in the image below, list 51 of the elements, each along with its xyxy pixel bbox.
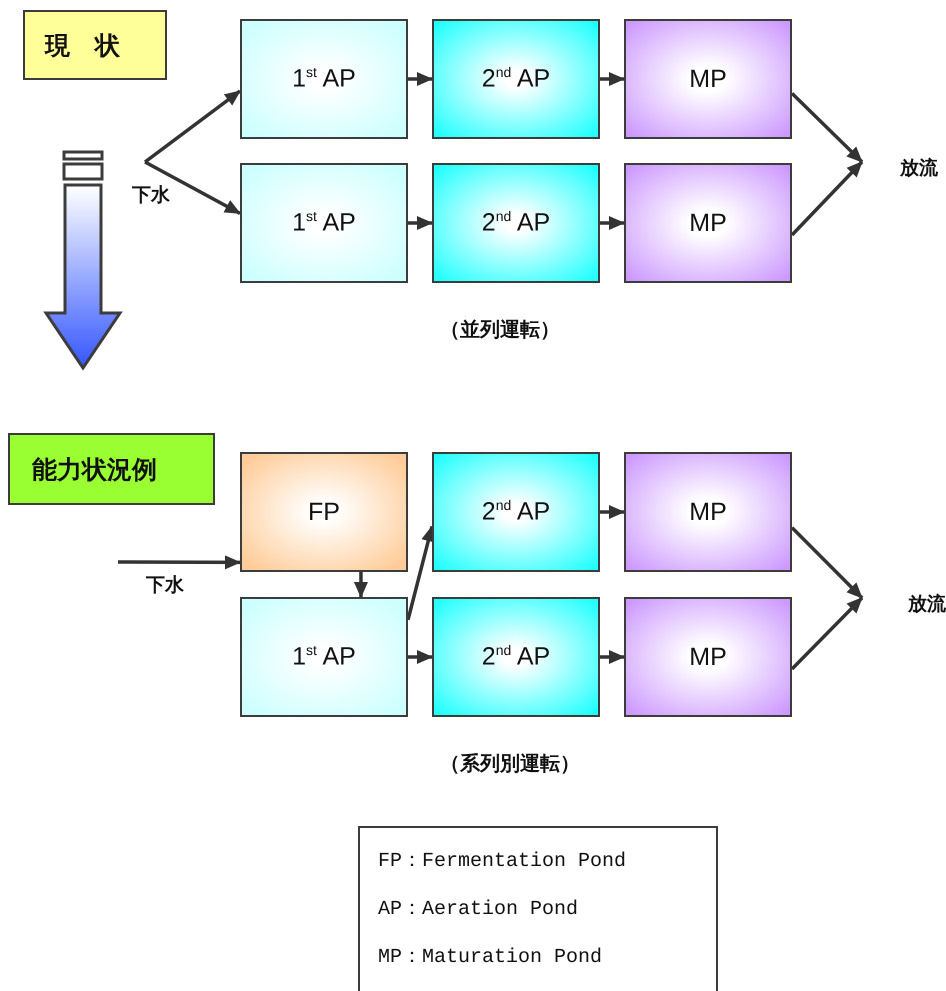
pond-label: MP xyxy=(689,64,727,94)
pond-label: 2$^{nd}$ AP xyxy=(482,208,550,238)
pond-label: FP xyxy=(308,498,340,526)
heading-box xyxy=(8,433,215,505)
pond-box xyxy=(624,163,792,283)
arrow xyxy=(790,92,864,164)
pond-box xyxy=(432,597,600,717)
legend-text: AP：Aeration Pond xyxy=(378,897,578,921)
pond-box xyxy=(624,597,792,717)
pond-box xyxy=(240,452,408,572)
arrow xyxy=(600,505,625,519)
pond-label: 2$^{nd}$ AP xyxy=(482,642,550,672)
heading-text: 能力状況例 xyxy=(32,454,157,486)
arrow xyxy=(144,160,241,215)
flow-label: 放流 xyxy=(862,586,946,622)
pond-label: 2$^{nd}$ AP xyxy=(482,497,550,527)
arrow xyxy=(600,216,625,230)
pond-box xyxy=(432,163,600,283)
pond-box xyxy=(240,19,408,139)
flow-label: 下水 xyxy=(132,162,182,208)
pond-label: 1$^{st}$ AP xyxy=(292,64,356,94)
pond-box xyxy=(624,452,792,572)
pond-label: 1$^{st}$ AP xyxy=(292,208,356,238)
heading-text: 現 状 xyxy=(45,30,120,62)
arrow xyxy=(408,216,433,230)
arrow xyxy=(118,555,241,570)
pond-box xyxy=(432,452,600,572)
pond-label: MP xyxy=(689,498,727,526)
legend-text: MP：Maturation Pond xyxy=(378,945,602,969)
arrow xyxy=(144,90,242,164)
pond-box xyxy=(240,597,408,717)
arrow xyxy=(790,160,864,236)
legend-text: FP：Fermentation Pond xyxy=(378,849,626,873)
arrow xyxy=(600,650,625,664)
pond-label: MP xyxy=(689,642,727,672)
arrow xyxy=(790,596,864,670)
caption-text: （並列運転） xyxy=(440,316,560,343)
arrow xyxy=(354,572,368,598)
pond-box xyxy=(240,163,408,283)
arrow xyxy=(408,72,433,86)
caption-text: （系列別運転） xyxy=(440,750,580,777)
arrow xyxy=(600,72,625,86)
arrow xyxy=(790,526,864,600)
pond-label: 1$^{st}$ AP xyxy=(292,642,356,672)
flow-label: 放流 xyxy=(862,150,938,186)
pond-label: 2$^{nd}$ AP xyxy=(482,64,550,94)
pond-box xyxy=(432,19,600,139)
pond-label: MP xyxy=(689,208,727,238)
heading-box xyxy=(23,10,167,80)
pond-box xyxy=(624,19,792,139)
arrow xyxy=(408,650,433,664)
